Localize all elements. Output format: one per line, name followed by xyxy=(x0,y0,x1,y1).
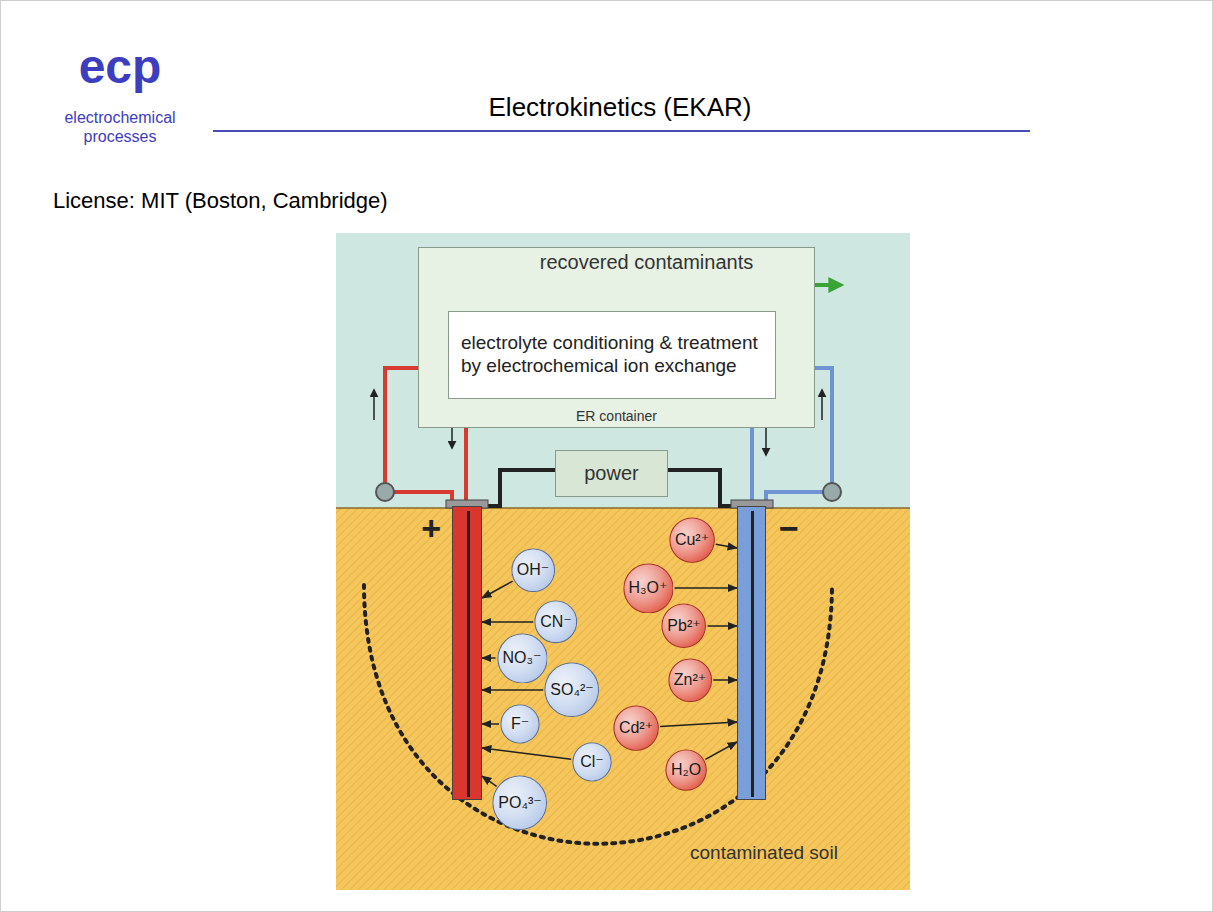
box-heading: recovered contaminants xyxy=(419,251,814,274)
ion-formula: PO₄³⁻ xyxy=(498,795,541,811)
migration-arrow xyxy=(482,776,497,786)
migration-arrow xyxy=(660,722,737,727)
ion-formula: OH⁻ xyxy=(517,562,549,578)
cation-circle: H₂O xyxy=(665,749,707,791)
electrode-core xyxy=(751,511,754,797)
anion-circle: F⁻ xyxy=(500,704,540,744)
cation-circle: Pb²⁺ xyxy=(661,603,706,648)
soil xyxy=(336,508,910,890)
license-note: License: MIT (Boston, Cambridge) xyxy=(53,188,653,214)
ground-surface xyxy=(336,507,910,509)
migration-arrow xyxy=(674,587,737,589)
cathode-pipe xyxy=(766,492,832,503)
logo-subtitle: electrochemical processes xyxy=(40,108,200,146)
treatment-box: electrolyte conditioning & treatment by … xyxy=(448,311,776,399)
panel-ground xyxy=(336,233,910,890)
ion-formula: Cl⁻ xyxy=(580,754,604,770)
ion-formula: H₂O xyxy=(671,762,701,778)
cathode-pipe xyxy=(815,368,832,492)
ion-formula: Pb²⁺ xyxy=(667,618,700,634)
polarity-sign: + xyxy=(421,511,441,545)
box-caption: ER container xyxy=(419,408,814,424)
flow-arrow xyxy=(373,390,375,420)
anion-circle: PO₄³⁻ xyxy=(492,775,547,830)
migration-arrow xyxy=(482,581,513,598)
ion-formula: Zn²⁺ xyxy=(674,672,706,688)
ion-formula: NO₃⁻ xyxy=(503,650,542,666)
migration-arrow xyxy=(705,742,737,759)
ion-formula: H₃O⁺ xyxy=(629,580,668,596)
migration-arrow xyxy=(482,689,543,691)
pump xyxy=(376,483,394,501)
box-label: electrolyte conditioning & treatment by … xyxy=(461,332,763,378)
migration-arrow xyxy=(482,657,496,659)
ion-formula: Cu²⁺ xyxy=(675,532,709,548)
anode-electrode: + xyxy=(452,506,482,800)
migration-arrow xyxy=(482,621,533,623)
er-container-box: recovered contaminants ER container electr… xyxy=(418,247,815,428)
slide-title: Electrokinetics (EKAR) xyxy=(360,92,880,123)
anion-circle: SO₄²⁻ xyxy=(544,662,599,717)
box-label: power xyxy=(584,462,638,485)
power-box: power xyxy=(555,450,668,497)
ion-formula: Cd²⁺ xyxy=(619,720,653,736)
polarity-sign: − xyxy=(779,511,799,545)
anode-pipe xyxy=(385,368,418,492)
migration-arrow xyxy=(708,625,737,627)
cation-circle: Cu²⁺ xyxy=(669,517,715,563)
cathode-electrode: − xyxy=(737,506,766,800)
cation-circle: Cd²⁺ xyxy=(613,705,659,751)
anion-circle: Cl⁻ xyxy=(572,742,612,782)
cation-circle: Zn²⁺ xyxy=(668,658,712,702)
migration-arrow xyxy=(482,748,571,759)
anion-circle: CN⁻ xyxy=(534,600,578,644)
anion-circle: NO₃⁻ xyxy=(497,633,548,684)
flow-arrow xyxy=(821,390,823,420)
anode-pipe xyxy=(385,492,452,503)
ion-formula: SO₄²⁻ xyxy=(550,682,593,698)
cation-circle: H₃O⁺ xyxy=(623,563,674,614)
migration-arrow xyxy=(482,723,499,725)
soil-label: contaminated soil xyxy=(690,842,900,865)
migration-arrow xyxy=(716,544,737,548)
anion-circle: OH⁻ xyxy=(511,548,555,592)
logo-mark: ecp xyxy=(60,38,180,96)
electrode-core xyxy=(467,511,470,797)
migration-arrow xyxy=(713,679,737,681)
title-rule xyxy=(213,130,1030,132)
pump xyxy=(823,483,841,501)
ion-formula: CN⁻ xyxy=(540,614,572,630)
ion-formula: F⁻ xyxy=(511,716,529,732)
